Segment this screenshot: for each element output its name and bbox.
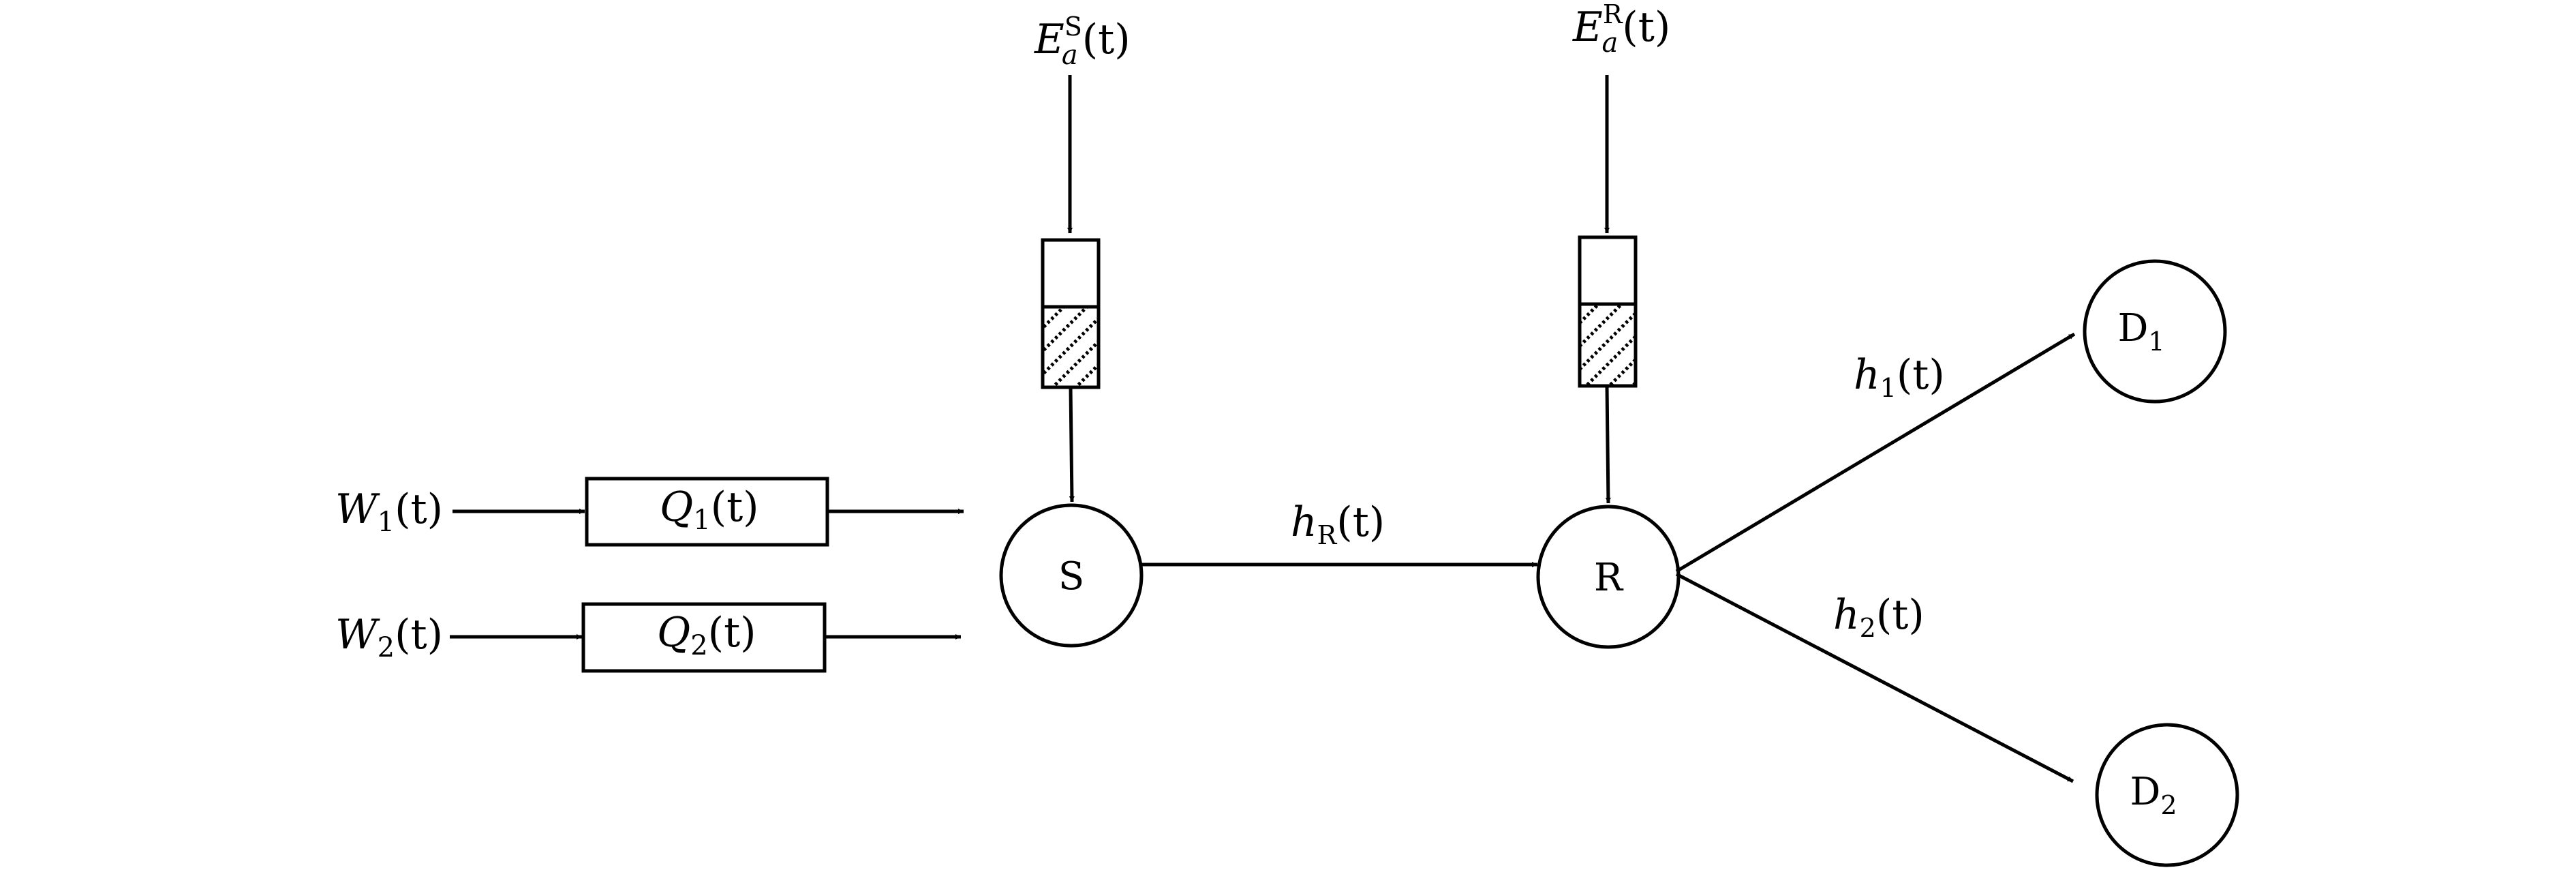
node-destination-1-label: D1	[2117, 306, 2164, 357]
battery-relay-empty	[1578, 235, 1638, 306]
queue-q1-label: Q1(t)	[660, 483, 759, 536]
battery-source-charged	[1041, 305, 1101, 389]
channel-h2-label: h2(t)	[1833, 591, 1925, 643]
node-destination-2-label: D2	[2130, 770, 2177, 820]
node-destination-1	[2083, 259, 2227, 404]
node-source	[999, 503, 1144, 648]
source-w2-label: W2(t)	[335, 611, 443, 663]
channel-h1-label: h1(t)	[1854, 351, 1945, 403]
source-w1-label: W1(t)	[335, 485, 443, 538]
channel-hr-label: hR(t)	[1291, 498, 1385, 550]
link-relay-d2	[1675, 572, 2074, 783]
node-source-label: S	[1058, 554, 1084, 599]
link-relay-d1	[1675, 332, 2076, 573]
battery-relay-charged	[1578, 302, 1638, 388]
queue-q2-label: Q2(t)	[657, 609, 756, 661]
node-destination-2	[2095, 723, 2239, 867]
battery-to-source-arrow	[1069, 387, 1075, 502]
queue-q2-box	[581, 602, 827, 673]
battery-source-empty	[1041, 238, 1101, 309]
queue-q1-box	[585, 477, 829, 547]
battery-to-relay-arrow	[1605, 385, 1611, 504]
node-relay-label: R	[1594, 556, 1624, 600]
